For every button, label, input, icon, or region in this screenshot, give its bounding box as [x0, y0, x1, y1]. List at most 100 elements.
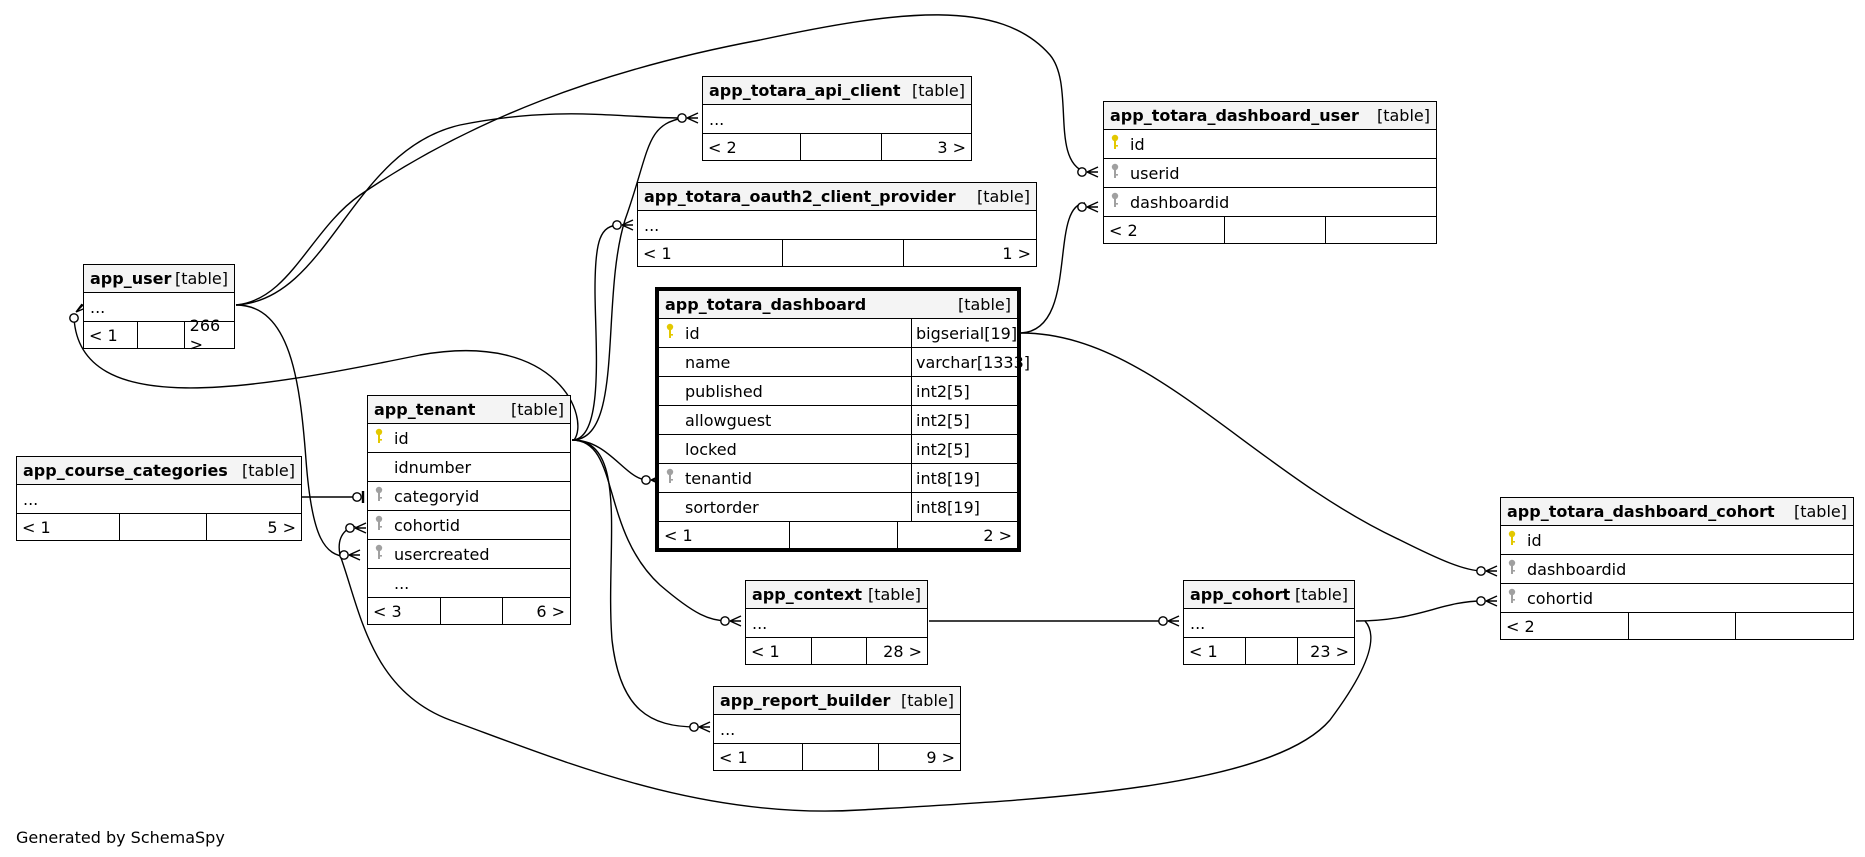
column-name: usercreated: [394, 544, 490, 564]
table-app-course-categories[interactable]: app_course_categories[table]... < 1 5 >: [16, 456, 302, 541]
table-name[interactable]: app_user: [90, 269, 172, 288]
column-row-cohortid[interactable]: cohortid: [1501, 584, 1853, 613]
nav-next[interactable]: 1 >: [903, 240, 1036, 266]
column-row-id[interactable]: id: [368, 424, 570, 453]
nav-next[interactable]: 9 >: [877, 744, 960, 770]
table-nav: < 1 9 >: [714, 744, 960, 770]
nav-middle: [788, 522, 898, 548]
column-type: bigserial[19]: [911, 319, 1017, 347]
column-name: name: [685, 352, 731, 372]
nav-middle: [1628, 613, 1735, 639]
nav-prev[interactable]: < 1: [643, 243, 672, 263]
table-name[interactable]: app_totara_dashboard_cohort: [1507, 502, 1775, 521]
table-app-user[interactable]: app_user[table]... < 1 266 >: [83, 264, 235, 354]
column-row-id[interactable]: id: [1104, 130, 1436, 159]
column-row-usercreated[interactable]: usercreated: [368, 540, 570, 569]
table-name[interactable]: app_totara_oauth2_client_provider: [644, 187, 956, 206]
nav-next[interactable]: 2 >: [897, 522, 1017, 548]
nav-prev[interactable]: < 2: [1506, 616, 1535, 636]
table-app-report-builder[interactable]: app_report_builder[table]... < 1 9 >: [713, 686, 961, 771]
nav-prev[interactable]: < 3: [373, 601, 402, 621]
nav-next[interactable]: 5 >: [206, 514, 301, 540]
column-row-ellipsis[interactable]: ...: [84, 293, 234, 322]
table-name[interactable]: app_totara_api_client: [709, 81, 901, 100]
table-name[interactable]: app_course_categories: [23, 461, 228, 480]
column-name: sortorder: [685, 497, 759, 517]
table-header: app_totara_dashboard_cohort[table]: [1501, 498, 1853, 526]
nav-next[interactable]: [1735, 613, 1853, 639]
column-type: int2[5]: [911, 435, 1017, 463]
column-row-id[interactable]: id: [1501, 526, 1853, 555]
table-nav: < 1 1 >: [638, 240, 1036, 266]
column-row-cohortid[interactable]: cohortid: [368, 511, 570, 540]
nav-prev[interactable]: < 1: [751, 641, 780, 661]
nav-prev[interactable]: < 1: [22, 517, 51, 537]
nav-next[interactable]: 266 >: [183, 316, 234, 354]
end-tenant-categoryid-marker: [352, 491, 365, 503]
nav-middle: [137, 322, 183, 348]
column-name: ...: [1190, 613, 1206, 633]
foreign-key-icon: [1104, 192, 1126, 212]
table-nav: < 1 2 >: [659, 522, 1017, 548]
nav-prev[interactable]: < 1: [89, 325, 118, 345]
table-header: app_report_builder[table]: [714, 687, 960, 715]
nav-next[interactable]: [1325, 217, 1436, 243]
table-type-label: [table]: [976, 187, 1030, 206]
column-row-userid[interactable]: userid: [1104, 159, 1436, 188]
table-name[interactable]: app_totara_dashboard_user: [1110, 106, 1359, 125]
nav-prev[interactable]: < 2: [1109, 220, 1138, 240]
table-name[interactable]: app_context: [752, 585, 863, 604]
nav-next[interactable]: 6 >: [502, 598, 570, 624]
nav-prev[interactable]: < 1: [1189, 641, 1218, 661]
column-row-ellipsis[interactable]: ...: [1184, 609, 1354, 638]
table-name[interactable]: app_totara_dashboard: [665, 295, 867, 314]
edge-tenant-to-api-client: [571, 117, 684, 441]
nav-next[interactable]: 3 >: [881, 134, 971, 160]
table-name[interactable]: app_report_builder: [720, 691, 891, 710]
column-row-[interactable]: ...: [368, 569, 570, 598]
nav-next[interactable]: 28 >: [866, 638, 927, 664]
table-header: app_user[table]: [84, 265, 234, 293]
column-name: ...: [90, 297, 106, 317]
column-name: ...: [23, 489, 39, 509]
table-header: app_course_categories[table]: [17, 457, 301, 485]
end-dashboard-user-dashboardid-marker: [1077, 201, 1099, 213]
nav-next[interactable]: 23 >: [1297, 638, 1354, 664]
end-context-marker: [720, 615, 742, 627]
column-row-dashboardid[interactable]: dashboardid: [1104, 188, 1436, 217]
column-row-categoryid[interactable]: categoryid: [368, 482, 570, 511]
column-row-ellipsis[interactable]: ...: [746, 609, 927, 638]
table-header: app_tenant[table]: [368, 396, 570, 424]
column-row-idnumber[interactable]: idnumber: [368, 453, 570, 482]
column-name: cohortid: [394, 515, 460, 535]
column-row-ellipsis[interactable]: ...: [703, 105, 971, 134]
table-app-totara-oauth2-client-provider[interactable]: app_totara_oauth2_client_provider [table]…: [637, 182, 1037, 267]
column-row-ellipsis[interactable]: ...: [17, 485, 301, 514]
column-row-ellipsis[interactable]: ...: [638, 211, 1036, 240]
table-name[interactable]: app_cohort: [1190, 585, 1291, 604]
edge-user-to-api-client: [235, 113, 684, 306]
end-oauth2-marker: [612, 219, 634, 231]
column-name: cohortid: [1527, 588, 1593, 608]
column-row-ellipsis[interactable]: ...: [714, 715, 960, 744]
column-row-dashboardid[interactable]: dashboardid: [1501, 555, 1853, 584]
nav-prev[interactable]: < 1: [719, 747, 748, 767]
nav-prev[interactable]: < 2: [708, 137, 737, 157]
table-name[interactable]: app_tenant: [374, 400, 476, 419]
nav-prev[interactable]: < 1: [664, 525, 693, 545]
